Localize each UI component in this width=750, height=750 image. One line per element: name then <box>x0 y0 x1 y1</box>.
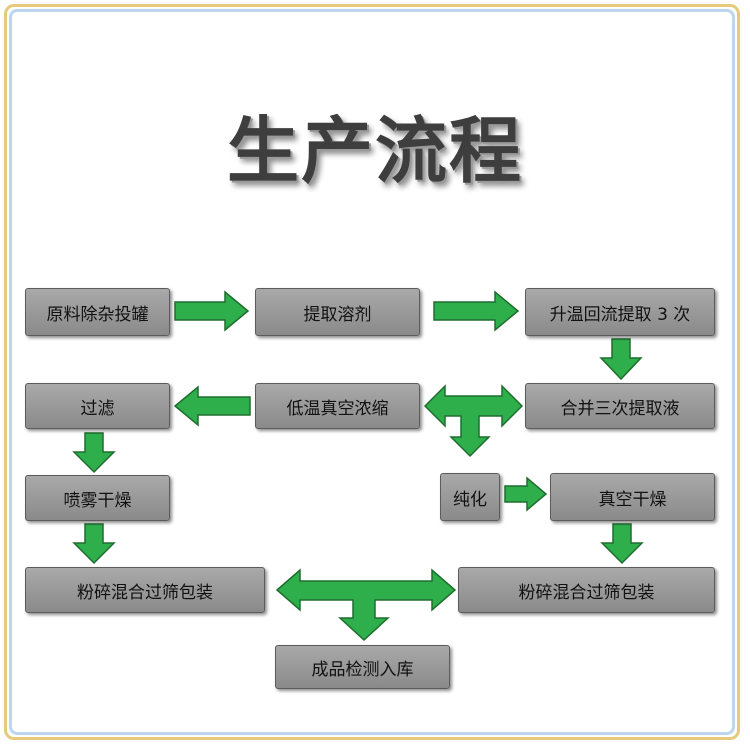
step-vacuum-dry: 真空干燥 <box>550 473 715 521</box>
step-crush-right: 粉碎混合过筛包装 <box>458 567 715 613</box>
arrow-left-icon <box>173 385 251 427</box>
tee-arrow-icon <box>275 568 457 642</box>
step-combine: 合并三次提取液 <box>525 383 715 429</box>
inner-frame <box>9 9 735 735</box>
step-crush-left: 粉碎混合过筛包装 <box>25 567 265 613</box>
arrow-right-icon <box>433 290 520 332</box>
arrow-down-icon <box>72 432 116 474</box>
arrow-right-icon <box>174 290 250 332</box>
arrow-right-icon <box>504 476 548 512</box>
outer-frame <box>4 4 740 740</box>
step-raw-material: 原料除杂投罐 <box>25 288 170 336</box>
step-inspect: 成品检测入库 <box>275 645 450 689</box>
step-concentrate: 低温真空浓缩 <box>255 383 420 429</box>
arrow-down-icon <box>600 523 644 565</box>
page-title: 生产流程 <box>226 109 523 193</box>
step-solvent: 提取溶剂 <box>255 288 420 336</box>
step-spray-dry: 喷雾干燥 <box>25 475 170 521</box>
step-reflux: 升温回流提取 3 次 <box>525 288 715 336</box>
arrow-down-icon <box>72 523 116 565</box>
step-purify: 纯化 <box>440 473 500 521</box>
arrow-down-icon <box>599 338 643 381</box>
tee-arrow-icon <box>423 384 524 458</box>
step-filter: 过滤 <box>25 383 170 429</box>
